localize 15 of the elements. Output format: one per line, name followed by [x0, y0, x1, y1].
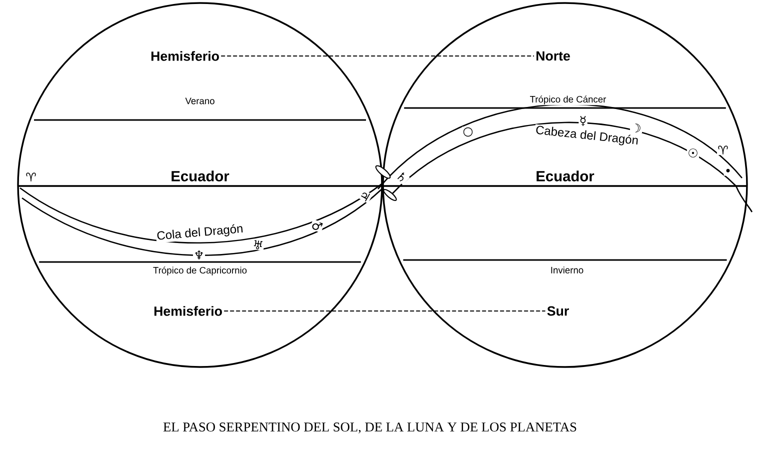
caption: EL PASO SERPENTINO DEL SOL, DE LA LUNA Y DE LOS PLANETAS [163, 422, 576, 434]
region-label: Verano [184, 97, 216, 105]
region-label: Invierno [550, 266, 584, 274]
region-label: Trópico de Cáncer [529, 94, 607, 106]
hemisphere-label: Hemisferio [154, 306, 222, 316]
planet-symbol: ♈ [24, 172, 38, 182]
hemisphere-label: Norte [536, 51, 570, 61]
dotted-line [221, 55, 534, 57]
dotted-line [224, 310, 546, 312]
equator-label: Ecuador [170, 170, 230, 182]
hemisphere-label: Hemisferio [151, 51, 219, 61]
hemisphere-label: Sur [547, 306, 569, 316]
curve-label: Cola del Dragón [156, 222, 244, 244]
region-label: Trópico de Capricornio [152, 266, 248, 276]
equator-label: Ecuador [535, 170, 595, 182]
